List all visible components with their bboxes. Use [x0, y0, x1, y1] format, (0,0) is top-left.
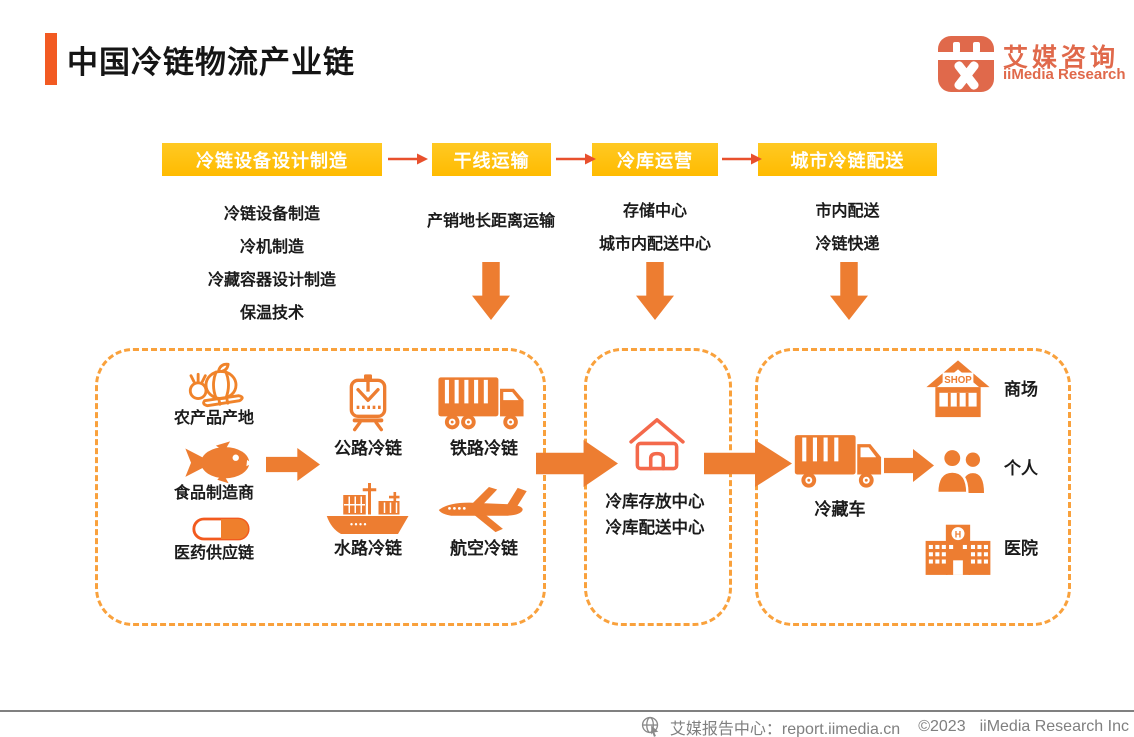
- destination-label: 医院: [1004, 539, 1038, 558]
- source-label: 医药供应链: [173, 545, 254, 562]
- train-icon: [349, 374, 387, 432]
- shop-sign-text: SHOP: [944, 375, 972, 386]
- footer-divider: [0, 710, 1134, 712]
- fish-icon: [185, 441, 253, 484]
- stage-label: 冷链设备设计制造: [196, 150, 348, 171]
- destination-label: 个人: [1004, 459, 1038, 478]
- footer-site: 艾媒报告中心：report.iimedia.cn: [669, 721, 901, 737]
- hospital-icon: H: [925, 524, 991, 575]
- arrow-down-icon: [472, 262, 510, 320]
- cold-storage-line: 冷库存放中心: [605, 493, 705, 511]
- cold-storage-label: 冷库存放中心 冷库配送中心: [584, 489, 726, 541]
- group-delivery-destinations: [755, 348, 1071, 626]
- stage-box-warehouse-ops: 冷库运营: [592, 143, 718, 176]
- group-cold-storage: [584, 348, 732, 626]
- logo-tick: [973, 42, 980, 53]
- stage-item: 冷机制造: [239, 239, 304, 256]
- arrow-right-icon: [722, 153, 762, 165]
- arrow-down-icon: [830, 262, 868, 320]
- stage-box-equipment: 冷链设备设计制造: [162, 143, 382, 176]
- source-label: 农产品产地: [173, 410, 254, 427]
- title-accent-bar: [45, 33, 57, 85]
- people-icon: [936, 447, 984, 493]
- page-title: 中国冷链物流产业链: [67, 45, 355, 80]
- house-icon: [629, 418, 685, 471]
- destination-label: 商场: [1004, 380, 1038, 399]
- ship-icon: [326, 483, 409, 534]
- source-label: 食品制造商: [173, 485, 254, 502]
- arrow-right-icon: [388, 153, 428, 165]
- refrigerated-truck-label: 冷藏车: [814, 500, 866, 519]
- stage-item: 市内配送: [815, 203, 880, 220]
- stage-item: 冷链设备制造: [223, 206, 320, 223]
- stage-label: 冷库运营: [617, 150, 693, 171]
- truck-icon: [438, 377, 524, 430]
- shop-icon: SHOP: [926, 360, 990, 418]
- stage-items-warehouse-ops: 存储中心 城市内配送中心: [567, 195, 743, 261]
- vegetables-icon: [188, 362, 244, 408]
- stage-item: 冷藏容器设计制造: [207, 272, 336, 289]
- stage-item: 产销地长距离运输: [426, 213, 555, 230]
- transport-label: 航空冷链: [450, 539, 518, 558]
- stage-items-city-delivery: 市内配送 冷链快递: [760, 195, 935, 261]
- stage-items-trunk-transport: 产销地长距离运输: [396, 205, 586, 238]
- stage-items-equipment: 冷链设备制造 冷机制造 冷藏容器设计制造 保温技术: [162, 198, 382, 330]
- stage-item: 保温技术: [239, 305, 304, 322]
- transport-label: 公路冷链: [334, 439, 402, 458]
- logo-name-en: iiMedia Research: [1003, 66, 1126, 83]
- hospital-letter-text: H: [955, 529, 961, 539]
- footer-company: iiMedia Research Inc: [979, 718, 1129, 735]
- stage-label: 干线运输: [453, 150, 530, 171]
- footer: 艾媒报告中心：report.iimedia.cn ©2023 iiMedia R…: [641, 715, 1129, 737]
- iimedia-logo-icon: [934, 36, 998, 92]
- refrigerated-truck-icon: [794, 435, 882, 488]
- logo-tick: [953, 42, 960, 53]
- stage-label: 城市冷链配送: [790, 150, 905, 171]
- arrow-down-icon: [636, 262, 674, 320]
- transport-label: 水路冷链: [334, 539, 402, 558]
- stage-box-city-delivery: 城市冷链配送: [758, 143, 937, 176]
- plane-icon: [438, 487, 527, 533]
- footer-copyright: ©2023: [918, 718, 966, 735]
- group-sources-transport: [95, 348, 546, 626]
- stage-box-trunk-transport: 干线运输: [432, 143, 551, 176]
- capsule-icon: [192, 517, 250, 541]
- cold-storage-line: 冷库配送中心: [605, 519, 705, 537]
- arrow-right-icon: [556, 153, 596, 165]
- stage-item: 存储中心: [622, 203, 687, 220]
- globe-cursor-icon: [641, 716, 659, 737]
- logo-stripe: [934, 52, 998, 60]
- transport-label: 铁路冷链: [450, 439, 518, 458]
- stage-item: 冷链快递: [815, 236, 880, 253]
- logo-name-cn: 艾媒咨询: [1003, 44, 1120, 72]
- stage-item: 城市内配送中心: [598, 236, 711, 253]
